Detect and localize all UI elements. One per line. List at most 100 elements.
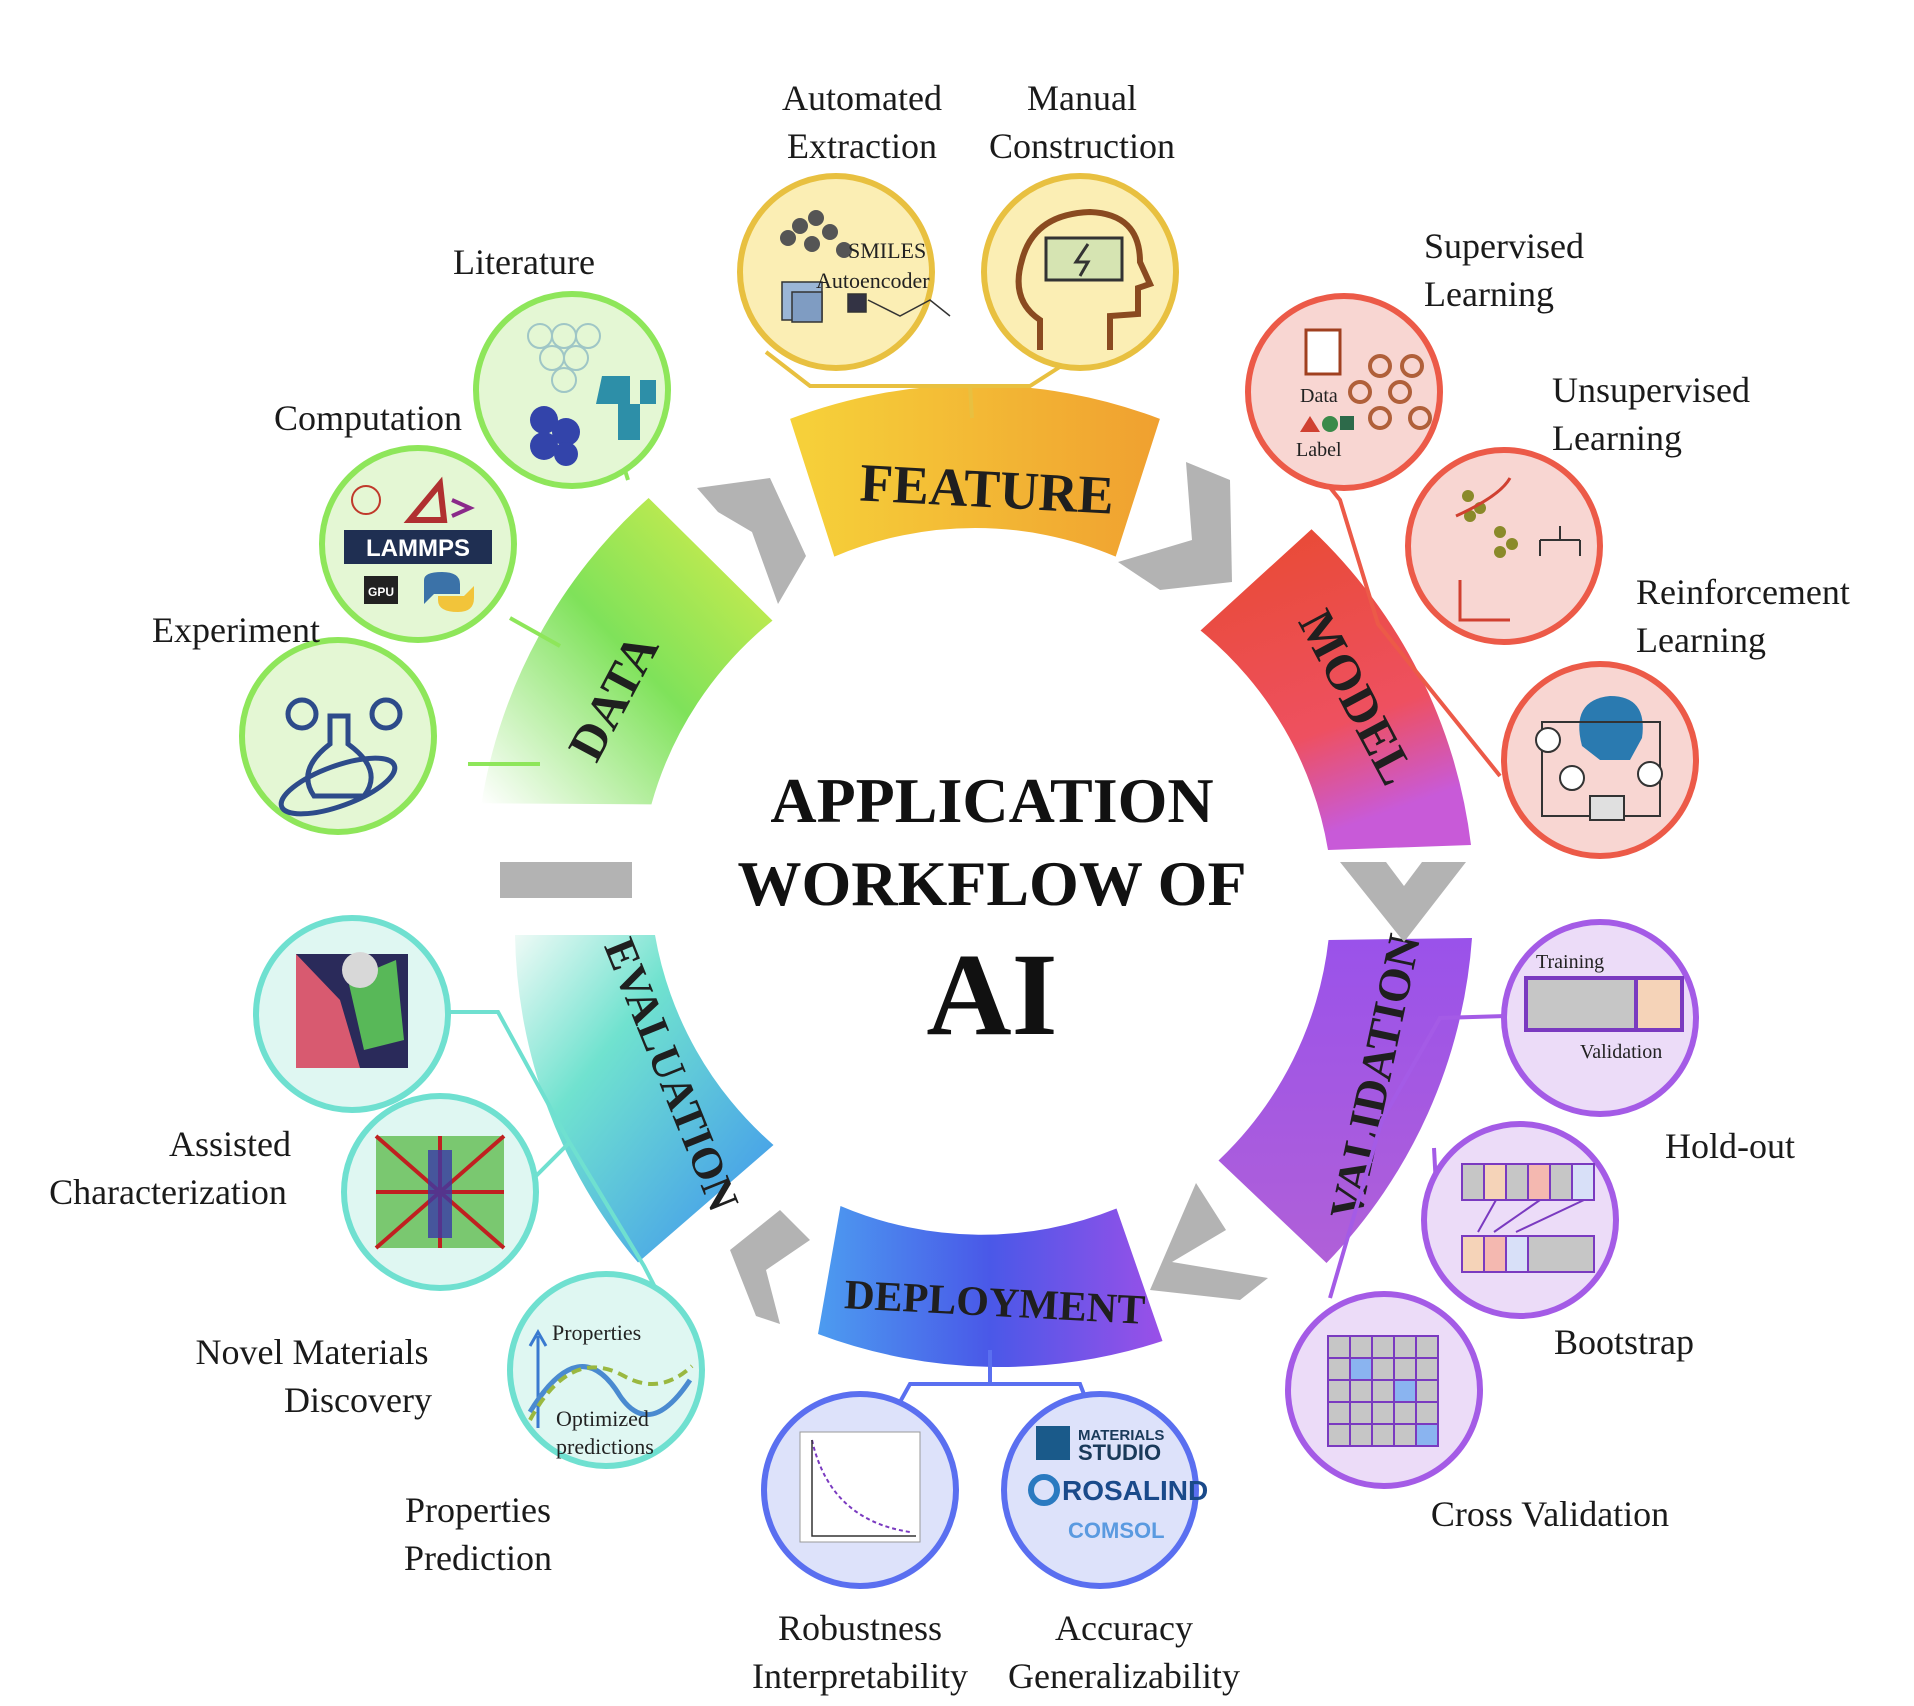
center-title-line3: AI <box>926 929 1057 1060</box>
tradeoff-chart-icon <box>799 1431 921 1543</box>
gpu-icon <box>364 576 398 604</box>
psi-logo-icon <box>596 376 656 440</box>
prediction-curve <box>527 1364 693 1418</box>
properties-text: Properties <box>552 1320 641 1345</box>
connector-validation <box>1328 1014 1507 1299</box>
label-automated-2: Extraction <box>787 126 937 166</box>
arrow-validation-deployment <box>1150 1183 1268 1300</box>
circle-novel-materials <box>341 1093 539 1291</box>
rosalind-text: ROSALIND <box>1062 1475 1208 1506</box>
arrow-deployment-evaluation <box>730 1210 810 1324</box>
gpu-text: GPU <box>368 585 394 599</box>
lammps-logo <box>344 530 492 564</box>
circle-experiment <box>239 637 437 835</box>
training-text: Training <box>1536 951 1604 973</box>
autoencoder-text: Autoencoder <box>816 268 930 293</box>
axis-arrow-icon <box>528 1328 548 1428</box>
label-computation: Computation <box>274 398 462 438</box>
training-block <box>1524 976 1638 1032</box>
arrow-feature-model <box>1118 462 1232 590</box>
label-props-1: Properties <box>405 1490 551 1530</box>
validation-block <box>1634 976 1684 1032</box>
optimized-text-1: Optimized <box>556 1406 649 1431</box>
arrow-model-validation <box>1340 862 1466 942</box>
stage-deployment-band <box>818 1206 1163 1367</box>
scatter-axis-icon <box>1458 580 1510 622</box>
battery-icon <box>1044 236 1124 282</box>
optimized-text-2: predictions <box>556 1434 654 1459</box>
label-unsupervised-1: Unsupervised <box>1552 370 1750 410</box>
circle-properties: Properties Optimized predictions <box>507 1271 705 1469</box>
connector-data-comp <box>509 616 561 648</box>
stage-feature-band <box>790 384 1160 557</box>
label-manual-1: Manual <box>1027 78 1137 118</box>
python-icon <box>424 572 474 612</box>
vesta-icon <box>403 476 448 523</box>
materials-text: MATERIALS <box>1078 1427 1164 1444</box>
flow-arrows <box>500 462 1466 1324</box>
label-experiment: Experiment <box>152 610 320 650</box>
center-title-line1: APPLICATION <box>770 765 1213 836</box>
molecule-icon <box>780 210 852 258</box>
optimized-curve <box>528 1364 694 1421</box>
quantum-logo-icon <box>351 485 381 515</box>
circle-unsupervised <box>1405 447 1603 645</box>
bootstrap-bottom-bar <box>1461 1235 1595 1273</box>
circle-manual-construction <box>981 173 1179 371</box>
stage-model-band <box>1200 529 1471 850</box>
document-icon <box>1304 328 1342 376</box>
connector-eval <box>448 1010 672 1317</box>
bootstrap-top-bar <box>1461 1163 1595 1201</box>
grid-icon <box>1327 1335 1439 1447</box>
circle-accuracy: MATERIALS STUDIO ROSALIND COMSOL <box>1001 1391 1208 1589</box>
crystal-structure-icon <box>374 1134 506 1250</box>
network-icon <box>527 323 601 393</box>
cluster-icon <box>1462 490 1518 558</box>
circle-reinforcement <box>1501 661 1699 859</box>
rosalind-logo <box>1028 1474 1060 1506</box>
arrow-evaluation-data <box>500 862 632 898</box>
label-assisted-1: Assisted <box>169 1124 291 1164</box>
materials-studio-logo <box>1036 1426 1070 1460</box>
label-bootstrap: Bootstrap <box>1554 1322 1694 1362</box>
autoencoder-icon <box>781 281 951 323</box>
label-assisted-2: Characterization <box>49 1172 287 1212</box>
label-supervised-2: Learning <box>1424 274 1554 314</box>
smiles-text: SMILES <box>848 238 926 263</box>
stage-evaluation-band <box>515 935 774 1263</box>
label-reinforcement-1: Reinforcement <box>1636 572 1850 612</box>
tree-icon <box>1539 526 1581 556</box>
label-manual-2: Construction <box>989 126 1175 166</box>
ai-head-icon <box>1579 696 1643 760</box>
label-unsupervised-2: Learning <box>1552 418 1682 458</box>
arrow-data-feature <box>697 478 806 604</box>
flask-icon <box>278 697 403 817</box>
circle-robustness <box>761 1391 959 1589</box>
label-novel-2: Discovery <box>284 1380 432 1420</box>
connector-feature <box>764 350 1082 388</box>
stage-data-band <box>481 498 773 805</box>
studio-text: STUDIO <box>1078 1440 1161 1465</box>
circle-supervised: Data Label <box>1245 293 1443 491</box>
label-accuracy-2: Generalizability <box>1008 1656 1240 1696</box>
label-automated-1: Automated <box>782 78 942 118</box>
label-crossval: Cross Validation <box>1431 1494 1669 1534</box>
label-accuracy-1: Accuracy <box>1055 1608 1193 1648</box>
center-title-line2: WORKFLOW OF <box>737 848 1246 919</box>
data-text: Data <box>1300 385 1338 407</box>
label-robustness-1: Robustness <box>778 1608 942 1648</box>
label-props-2: Prediction <box>404 1538 552 1578</box>
stage-feature-label: FEATURE <box>859 452 1116 525</box>
comsol-text: COMSOL <box>1068 1518 1165 1543</box>
lammps-text: LAMMPS <box>366 535 470 562</box>
stage-data <box>481 498 773 805</box>
label-literature: Literature <box>453 242 595 282</box>
label-text: Label <box>1296 439 1342 461</box>
circle-cross-validation <box>1285 1291 1483 1489</box>
label-novel-1: Novel Materials <box>196 1332 429 1372</box>
circle-holdout: Training Validation <box>1501 919 1699 1117</box>
label-supervised-1: Supervised <box>1424 226 1584 266</box>
circle-automated-extraction: SMILES Autoencoder <box>737 173 951 371</box>
circle-bootstrap <box>1421 1121 1619 1319</box>
